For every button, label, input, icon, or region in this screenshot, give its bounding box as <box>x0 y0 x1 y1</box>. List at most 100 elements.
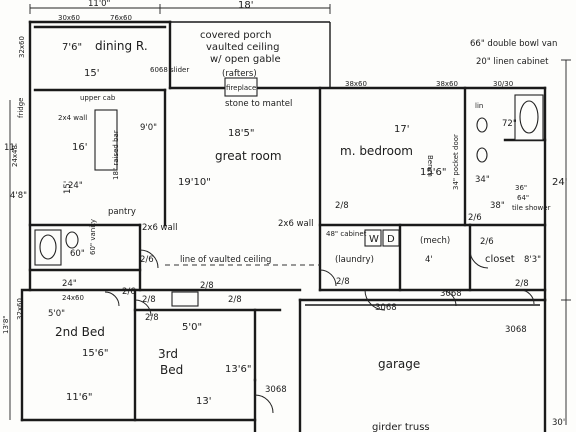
room-mech: (mech) <box>420 236 450 246</box>
dim-kitchen-24: 24" <box>68 181 83 191</box>
dim-top-18: 18' <box>238 0 253 11</box>
dim-bath2-60: 60" <box>70 249 85 259</box>
note-raised-bar: 18" raised bar <box>112 130 120 180</box>
note-bench: Bench <box>426 155 434 177</box>
dim-closet-83: 8'3" <box>524 255 541 265</box>
window-w4: 38x60 <box>436 80 458 88</box>
door-g3: 3068 <box>265 385 287 395</box>
dim-kitchen-16: 16' <box>72 142 87 153</box>
window-w8: 24x48 <box>11 145 19 167</box>
window-w7: 32x60 <box>16 298 24 320</box>
note-dryer: D <box>387 234 395 245</box>
door-labels: 2/6 2/8 2/8 2/6 2/8 2/8 2/6 2/8 2/8 2/6 … <box>122 80 529 395</box>
note-vanity-36: 36" <box>515 184 527 192</box>
room-great: great room <box>215 149 282 163</box>
porch-line2: vaulted ceiling <box>206 42 279 53</box>
note-pocket-door: 34" pocket door <box>452 134 460 190</box>
door-d2: 2/8 <box>142 295 156 305</box>
dim-bath2-24: 24" <box>62 279 77 289</box>
note-double-bowl: 66" double bowl van <box>470 39 557 49</box>
window-w2: 76x60 <box>110 14 132 22</box>
door-s1: 30/30 <box>493 80 513 88</box>
dim-master-width: 17' <box>394 124 409 135</box>
note-vault: line of vaulted ceiling <box>180 255 271 265</box>
dim-dining-15: 15' <box>84 68 99 79</box>
room-dining: dining R. <box>95 39 148 53</box>
dim-kitchen-9: 9'0" <box>140 123 157 133</box>
window-w1: 30x60 <box>58 14 80 22</box>
dim-hall-48: 4'8" <box>10 191 27 201</box>
door-d9: 2/8 <box>515 279 529 289</box>
room-bed2: 2nd Bed <box>55 325 105 339</box>
note-64: 64" <box>517 194 529 202</box>
dim-master-height: 15'6" <box>420 167 446 178</box>
dim-bed3-width: 13' <box>196 396 211 407</box>
note-slider: 6068 slider <box>150 66 189 74</box>
room-master: m. bedroom <box>340 144 413 158</box>
room-lin: lin <box>475 102 483 110</box>
dim-kitchen-side: 13'8" <box>2 315 10 334</box>
dim-side-30: 30' <box>552 418 565 428</box>
porch-line1: covered porch <box>200 30 271 41</box>
note-2x6-left: 2x6 wall <box>142 223 177 233</box>
room-bed3-line2: Bed <box>160 363 183 377</box>
door-d5: 2/8 <box>228 295 242 305</box>
dim-bath-34: 34" <box>475 175 490 185</box>
room-labels: dining R. great room m. bedroom 2nd Bed … <box>55 30 551 377</box>
exterior-walls <box>20 20 547 432</box>
door-g2: 3068 <box>440 289 462 299</box>
door-swings <box>104 249 535 414</box>
dim-kitchen-15: 15' <box>63 181 73 194</box>
door-d3: 2/8 <box>145 313 159 323</box>
note-linen-cabinet: 20" linen cabinet <box>476 57 549 67</box>
door-d10: 2/6 <box>468 213 482 223</box>
dim-side-24: 24' <box>552 177 567 188</box>
note-vanity: 60" vanity <box>89 219 97 255</box>
room-tile-shower: tile shower <box>512 204 551 212</box>
dim-bath-38: 38" <box>490 201 505 211</box>
door-d8: 2/8 <box>336 277 350 287</box>
window-w6: 32x60 <box>18 36 26 58</box>
window-labels: 30x60 76x60 38x60 38x60 24x60 32x60 32x6… <box>11 14 458 320</box>
room-laundry: (laundry) <box>335 255 374 265</box>
dim-great-height: 19'10" <box>178 177 211 188</box>
dim-bed3-5: 5'0" <box>182 322 202 333</box>
note-cabinet: 48" cabinet <box>326 230 367 238</box>
note-rafters: (rafters) <box>222 69 257 79</box>
note-2x6-right: 2x6 wall <box>278 219 313 229</box>
window-w5: 24x60 <box>62 294 84 302</box>
door-d7: 2/6 <box>480 237 494 247</box>
dim-bed3-height: 13'6" <box>225 364 251 375</box>
door-d1: 2/6 <box>140 255 154 265</box>
dim-dining-width: 7'6" <box>62 42 82 53</box>
window-w3: 38x60 <box>345 80 367 88</box>
dimension-lines <box>9 4 571 425</box>
note-fridge: fridge <box>17 98 25 118</box>
note-frig-2x4: 2x4 wall <box>58 114 87 122</box>
note-upper-cab: upper cab <box>80 94 116 102</box>
door-d6: 2/8 <box>335 201 349 211</box>
note-washer: W <box>369 234 379 245</box>
room-closet: closet <box>485 254 515 265</box>
room-pantry: pantry <box>108 207 136 217</box>
dim-bed2-height: 15'6" <box>82 348 108 359</box>
dim-mech-4: 4' <box>425 255 433 265</box>
dim-top-110: 11'0" <box>88 0 111 9</box>
door-g1: 3068 <box>375 303 397 313</box>
dim-bed2-width: 11'6" <box>66 392 92 403</box>
fixtures <box>34 77 544 307</box>
room-bed3-line1: 3rd <box>158 347 178 361</box>
note-girder-truss: girder truss <box>372 422 430 432</box>
room-garage: garage <box>378 357 420 371</box>
door-g4: 3068 <box>505 325 527 335</box>
dim-great-width: 18'5" <box>228 128 254 139</box>
interior-walls <box>28 86 547 422</box>
dimension-labels: 11'0" 18' 24' 30' 7'6" 15' 16' 9'0" 24" … <box>2 0 567 428</box>
note-fireplace: fireplace <box>226 84 256 92</box>
plan-notes: 66" double bowl van 20" linen cabinet (r… <box>17 39 557 432</box>
door-d11: 2/8 <box>200 281 214 291</box>
door-d4: 2/6 <box>122 287 136 297</box>
dim-bath-72: 72" <box>502 119 517 129</box>
dim-hall-11: 11' <box>4 143 17 153</box>
